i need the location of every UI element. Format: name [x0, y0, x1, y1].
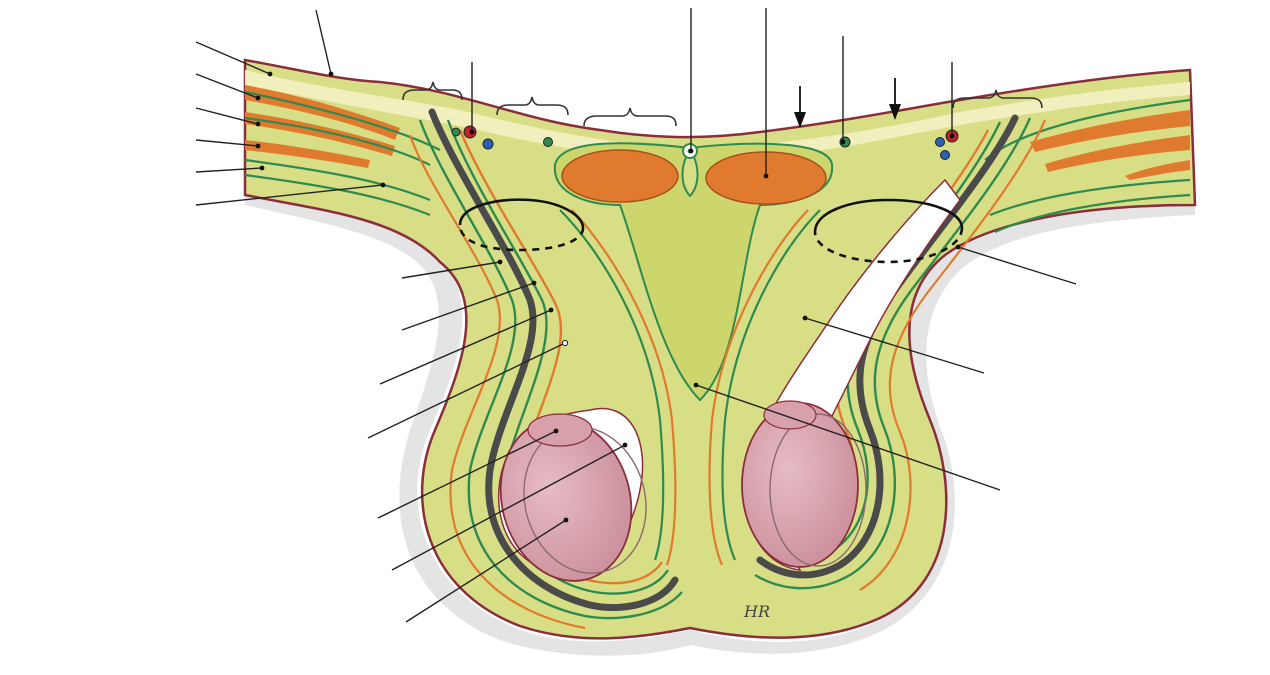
down-arrow-icon [794, 78, 901, 128]
right-superficial-ring [813, 198, 964, 264]
left-superficial-ring [458, 198, 585, 252]
left-corpus-cavernosum [561, 149, 679, 203]
left-abdominal-muscles [244, 85, 441, 217]
leader-lines [195, 8, 1077, 623]
artist-signature: HR [744, 602, 770, 621]
curly-brace-icon [402, 81, 1043, 127]
